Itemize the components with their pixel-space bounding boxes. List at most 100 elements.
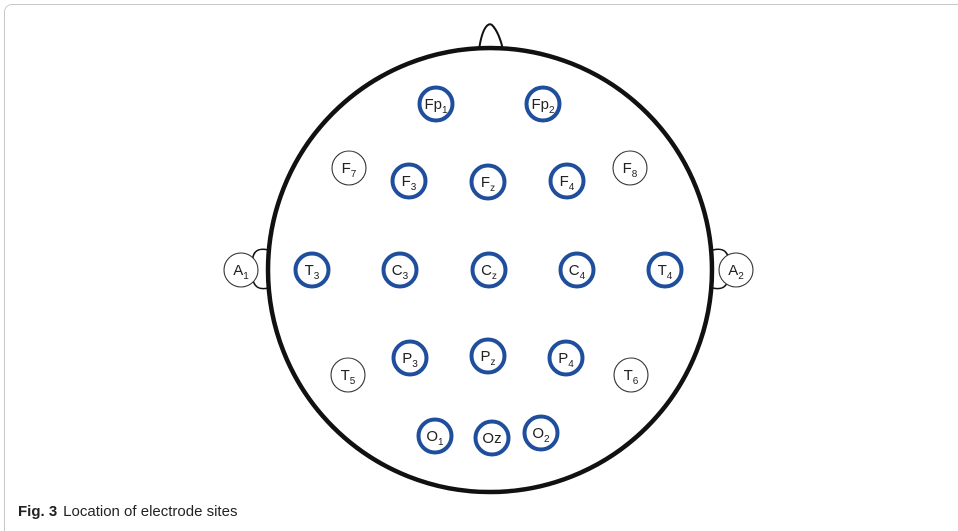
electrode-cz: Cz [470,251,508,289]
electrode-label: O1 [426,428,444,448]
electrode-marker [718,252,754,288]
electrode-label: F7 [342,160,357,180]
electrode-label-base: F [623,160,632,177]
electrode-marker [331,150,367,186]
electrode-marker [473,419,511,457]
figure-frame [4,4,958,531]
electrode-label-subscript: 1 [442,105,448,116]
electrode-marker [470,251,508,289]
electrode-marker [547,339,585,377]
electrode-label-base: T [624,367,633,384]
electrode-label-subscript: 4 [667,271,673,282]
electrode-pz: Pz [469,337,507,375]
electrode-label: C3 [392,262,409,282]
electrode-marker [417,85,455,123]
electrode-label-subscript: z [492,271,497,282]
electrode-fp1: Fp1 [417,85,455,123]
electrode-label: Oz [482,430,501,447]
electrode-label: T4 [658,262,673,282]
electrode-label: F3 [402,173,417,193]
electrode-label-base: F [342,160,351,177]
electrode-label: Fp2 [531,96,555,116]
nose-outline [478,23,504,51]
electrode-f7: F7 [331,150,367,186]
electrode-marker [330,357,366,393]
electrode-t4: T4 [646,251,684,289]
electrode-label: Cz [481,262,497,282]
electrode-label-subscript: 4 [580,271,586,282]
electrode-fz: Fz [469,163,507,201]
electrode-label-subscript: 1 [438,437,444,448]
electrode-marker [612,150,648,186]
electrode-marker [223,252,259,288]
electrode-p4: P4 [547,339,585,377]
electrode-f3: F3 [390,162,428,200]
electrode-label: A2 [728,262,744,282]
electrode-marker [548,162,586,200]
electrode-o2: O2 [522,414,560,452]
electrode-label-subscript: 3 [412,359,418,370]
electrode-label-subscript: 3 [314,271,320,282]
electrode-label-base: F [402,173,411,190]
electrode-label-subscript: 7 [351,169,357,180]
electrode-marker [613,357,649,393]
electrode-label-base: A [233,262,243,279]
electrode-p3: P3 [391,339,429,377]
electrode-label: F8 [623,160,638,180]
electrode-label-base: P [402,350,412,367]
electrode-marker [469,163,507,201]
electrode-label-subscript: 3 [411,182,417,193]
electrode-marker [390,162,428,200]
electrode-marker [469,337,507,375]
electrode-t6: T6 [613,357,649,393]
electrode-label: T3 [305,262,320,282]
electrode-label-base: T [341,367,350,384]
electrode-label-base: O [532,425,544,442]
electrode-marker [646,251,684,289]
electrode-label-base: F [481,174,490,191]
electrode-marker [558,251,596,289]
electrode-a2: A2 [718,252,754,288]
head-outline [265,45,715,495]
electrode-label-base: T [305,262,314,279]
electrode-f4: F4 [548,162,586,200]
electrode-label-subscript: 5 [350,376,356,387]
electrode-label-base: T [658,262,667,279]
electrode-marker [293,251,331,289]
electrode-t5: T5 [330,357,366,393]
figure-caption-text: Location of electrode sites [63,503,238,520]
electrode-label-base: O [426,428,438,445]
electrode-label: Fz [481,174,495,194]
electrode-label: O2 [532,425,550,445]
electrode-label-subscript: 8 [632,169,638,180]
electrode-label-base: P [480,348,490,365]
electrode-a1: A1 [223,252,259,288]
electrode-f8: F8 [612,150,648,186]
electrode-t3: T3 [293,251,331,289]
electrode-label: T6 [624,367,639,387]
electrode-label: P3 [402,350,418,370]
electrode-label-base: Oz [482,430,501,447]
electrode-label-base: Fp [531,96,549,113]
electrode-marker [391,339,429,377]
electrode-label-base: F [560,173,569,190]
electrode-label-base: C [481,262,492,279]
electrode-marker [524,85,562,123]
electrode-o1: O1 [416,417,454,455]
electrode-label: T5 [341,367,356,387]
electrode-label-base: A [728,262,738,279]
electrode-label: A1 [233,262,249,282]
electrode-label-subscript: 2 [738,271,744,282]
electrode-label: Pz [480,348,495,368]
electrode-label-subscript: z [491,357,496,368]
electrode-label-base: C [569,262,580,279]
electrode-fp2: Fp2 [524,85,562,123]
electrode-label-subscript: 3 [403,271,409,282]
electrode-label-subscript: 6 [633,376,639,387]
electrode-c4: C4 [558,251,596,289]
electrode-label-subscript: 4 [569,182,575,193]
electrode-label-subscript: z [490,183,495,194]
